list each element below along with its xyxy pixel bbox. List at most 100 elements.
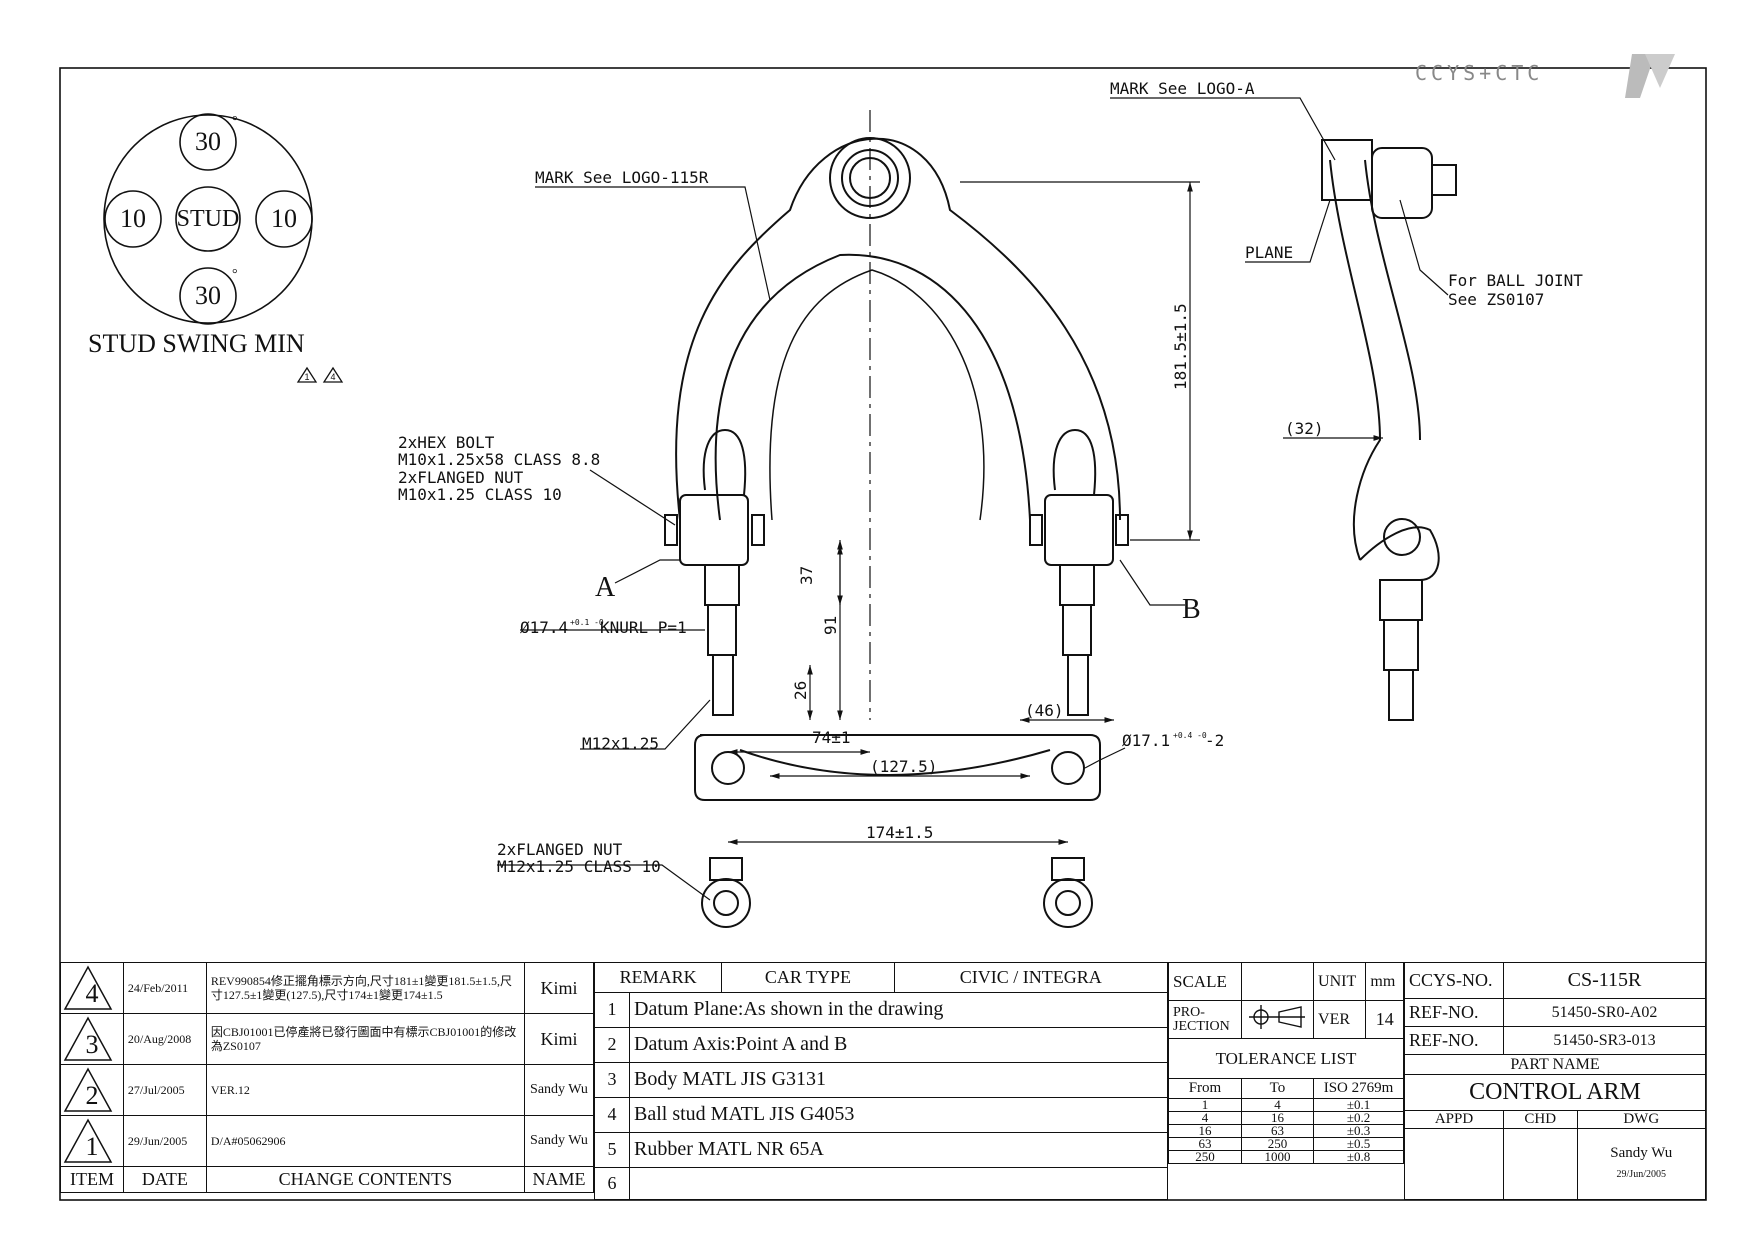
svg-text:°: ° <box>232 267 238 282</box>
ccys-no: CS-115R <box>1503 962 1706 999</box>
svg-text:+0.4 -0: +0.4 -0 <box>1173 731 1207 740</box>
rev-header-date: DATE <box>122 1166 207 1193</box>
flanged-nut12-label: 2xFLANGED NUT <box>497 840 623 859</box>
swing-left: 10 <box>120 204 146 233</box>
control-arm-top-view <box>664 137 1129 928</box>
revision-date: 24/Feb/2011 <box>122 962 207 1014</box>
appd-label: APPD <box>1404 1110 1504 1129</box>
stud-swing-title: STUD SWING MIN <box>88 329 305 358</box>
scale-value <box>1240 962 1315 1001</box>
svg-text:+0.1 -0: +0.1 -0 <box>570 618 604 627</box>
remark-header: REMARK <box>593 962 723 993</box>
scale-label: SCALE <box>1168 962 1242 1001</box>
third-angle-projection-icon <box>1249 1005 1306 1029</box>
dim-32: (32) <box>1285 419 1324 438</box>
rev-header-name: NAME <box>523 1166 595 1193</box>
revision-name: Sandy Wu <box>523 1115 595 1167</box>
sheet-border <box>59 67 1707 1201</box>
unit-label: UNIT <box>1313 962 1367 1001</box>
part-name-label: PART NAME <box>1404 1054 1706 1075</box>
remark-item <box>629 1166 1168 1201</box>
projection-label: PRO- JECTION <box>1168 1000 1242 1039</box>
m12-label: M12x1.25 <box>582 734 659 753</box>
revision-date: 27/Jul/2005 <box>122 1064 207 1116</box>
ball-joint-label: For BALL JOINT <box>1448 271 1583 290</box>
drawn-by: Sandy Wu 29/Jun/2005 <box>1576 1128 1707 1200</box>
svg-text:°: ° <box>232 114 238 129</box>
callout-labels: MARK See LOGO-115R MARK See LOGO-A PLANE… <box>398 79 1583 876</box>
swing-center: STUD <box>177 206 240 232</box>
rev-header-content: CHANGE CONTENTS <box>205 1166 525 1193</box>
svg-text:M10x1.25x58 CLASS 8.8: M10x1.25x58 CLASS 8.8 <box>398 450 600 469</box>
dim-74: 74±1 <box>812 728 851 747</box>
flanged-nut-label: 2xFLANGED NUT <box>398 468 524 487</box>
part-info-block: CCYS-NO. CS-115R REF-NO. 51450-SR0-A02 R… <box>1404 962 1707 1200</box>
tolerance-block: SCALE UNIT mm PRO- JECTION VER 14 TOLERA… <box>1168 962 1404 1164</box>
revision-name: Sandy Wu <box>523 1064 595 1116</box>
ref2: 51450-SR3-013 <box>1503 1026 1706 1055</box>
stud-swing-diagram <box>103 113 313 325</box>
part-name: CONTROL ARM <box>1404 1074 1706 1111</box>
projection-symbol <box>1240 1000 1315 1039</box>
dim-1815: 181.5±1.5 <box>1171 303 1190 390</box>
svg-text:M10x1.25 CLASS 10: M10x1.25 CLASS 10 <box>398 485 562 504</box>
ver-label: VER <box>1313 1000 1367 1039</box>
remark-item: Body MATL JIS G3131 <box>629 1061 1168 1098</box>
car-type: CIVIC / INTEGRA <box>893 962 1169 993</box>
control-arm-side-view <box>1321 139 1457 721</box>
ref1-label: REF-NO. <box>1404 998 1504 1027</box>
revision-triangle: 2 <box>60 1064 124 1116</box>
remark-item: Rubber MATL NR 65A <box>629 1131 1168 1168</box>
swing-right: 10 <box>271 204 297 233</box>
plane-label: PLANE <box>1245 243 1293 262</box>
revision-date: 29/Jun/2005 <box>122 1115 207 1167</box>
rev-header-item: ITEM <box>60 1166 124 1193</box>
svg-text:M12x1.25 CLASS 10: M12x1.25 CLASS 10 <box>497 857 661 876</box>
revision-triangle: 3 <box>60 1013 124 1065</box>
dim-174: 174±1.5 <box>866 823 933 842</box>
remark-item: Datum Plane:As shown in the drawing <box>629 992 1168 1028</box>
hex-bolt-label: 2xHEX BOLT <box>398 433 495 452</box>
dim-91: 91 <box>821 616 840 635</box>
unit-value: mm <box>1365 962 1404 1001</box>
dim-46: (46) <box>1025 701 1064 720</box>
dim-37: 37 <box>797 566 816 585</box>
car-type-label: CAR TYPE <box>721 962 895 993</box>
dim-26: 26 <box>791 681 810 700</box>
remark-item: Ball stud MATL JIS G4053 <box>629 1096 1168 1133</box>
mark-logo-a: MARK See LOGO-A <box>1110 79 1255 98</box>
dwg-label: DWG <box>1576 1110 1707 1129</box>
ver-value: 14 <box>1365 1000 1404 1039</box>
point-a: A <box>595 572 616 603</box>
knurl-label: Ø17.4 <box>520 618 568 637</box>
revision-triangle: 1 <box>60 1115 124 1167</box>
revision-name: Kimi <box>523 962 595 1014</box>
ccys-no-label: CCYS-NO. <box>1404 962 1504 999</box>
svg-text:1: 1 <box>304 372 309 382</box>
revision-content: REV990854修正擺角標示方向,尺寸181±1變更181.5±1.5,尺寸1… <box>205 962 525 1014</box>
svg-text:4: 4 <box>330 372 335 382</box>
svg-text:CCYS+CTC: CCYS+CTC <box>1415 61 1543 85</box>
remark-item: Datum Axis:Point A and B <box>629 1026 1168 1063</box>
revision-content: 因CBJ01001已停產將已發行圖面中有標示CBJ01001的修改為ZS0107 <box>205 1013 525 1065</box>
revision-triangle: 4 <box>60 962 124 1014</box>
dimension-lines <box>497 97 1449 901</box>
stud-swing-labels: 30 30 10 10 STUD ° ° STUD SWING MIN <box>88 114 305 358</box>
revision-content: VER.12 <box>205 1064 525 1116</box>
company-logo: CCYS+CTC <box>1415 54 1675 98</box>
swing-bottom: 30 <box>195 281 221 310</box>
dim-1275: (127.5) <box>870 757 937 776</box>
chd-label: CHD <box>1503 1110 1578 1129</box>
revision-date: 20/Aug/2008 <box>122 1013 207 1065</box>
dim-171: Ø17.1 <box>1122 731 1170 750</box>
svg-text:KNURL P=1: KNURL P=1 <box>600 618 687 637</box>
